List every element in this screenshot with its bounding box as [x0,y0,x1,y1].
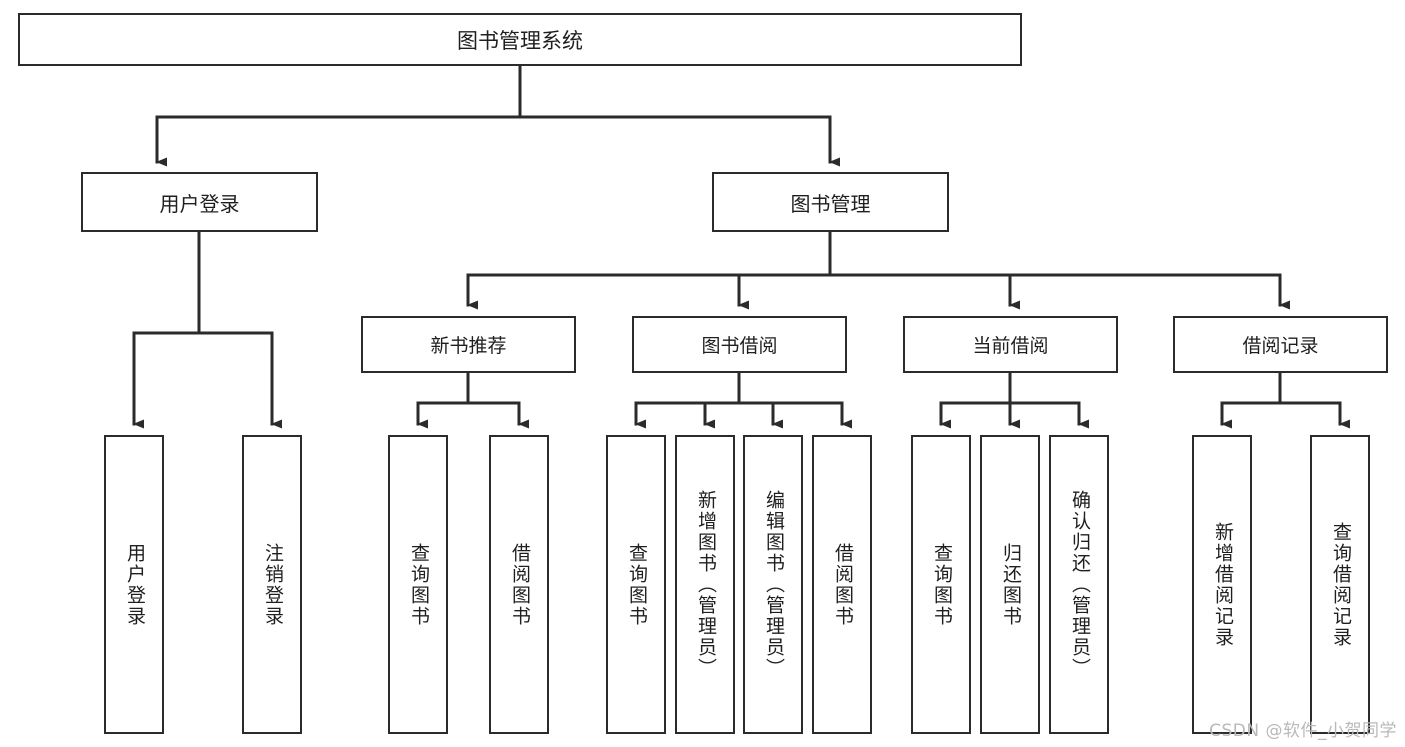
leaf-borrow-book-borrow[interactable]: 借阅图书 [812,435,872,734]
leaf-confirm-return-admin-label: 确认归还（管理员） [1068,490,1091,679]
leaf-user-login-label: 用户登录 [123,542,146,627]
node-user-login-label: 用户登录 [159,191,240,216]
node-current-borrow[interactable]: 当前借阅 [903,316,1118,373]
leaf-add-book-admin[interactable]: 新增图书（管理员） [675,435,735,734]
leaf-query-book-newbook[interactable]: 查询图书 [388,435,448,734]
leaf-confirm-return-admin[interactable]: 确认归还（管理员） [1049,435,1109,734]
node-borrow-record[interactable]: 借阅记录 [1173,316,1388,373]
node-new-book-recommend-label: 新书推荐 [430,335,507,357]
leaf-query-book-current[interactable]: 查询图书 [911,435,971,734]
node-borrow-record-label: 借阅记录 [1242,335,1319,357]
leaf-query-borrow-record-label: 查询借阅记录 [1329,521,1352,648]
leaf-query-book-newbook-label: 查询图书 [407,542,430,627]
leaf-return-book[interactable]: 归还图书 [980,435,1040,734]
node-root-label: 图书管理系统 [457,28,583,53]
watermark-text: CSDN @软件_小贺同学 [1209,721,1397,741]
leaf-add-book-admin-label: 新增图书（管理员） [694,490,717,679]
leaf-add-borrow-record-label: 新增借阅记录 [1211,521,1234,648]
leaf-borrow-book-newbook-label: 借阅图书 [508,542,531,627]
leaf-user-login[interactable]: 用户登录 [104,435,164,734]
leaf-query-book-current-label: 查询图书 [930,542,953,627]
leaf-query-book-borrow-label: 查询图书 [625,542,648,627]
node-book-borrow-label: 图书借阅 [701,335,778,357]
leaf-query-borrow-record[interactable]: 查询借阅记录 [1310,435,1370,734]
leaf-borrow-book-borrow-label: 借阅图书 [831,542,854,627]
leaf-logout[interactable]: 注销登录 [242,435,302,734]
node-book-borrow[interactable]: 图书借阅 [632,316,847,373]
node-new-book-recommend[interactable]: 新书推荐 [361,316,576,373]
node-current-borrow-label: 当前借阅 [972,335,1049,357]
node-book-management[interactable]: 图书管理 [712,172,949,232]
node-root[interactable]: 图书管理系统 [18,13,1022,66]
leaf-edit-book-admin[interactable]: 编辑图书（管理员） [743,435,803,734]
leaf-borrow-book-newbook[interactable]: 借阅图书 [489,435,549,734]
node-user-login[interactable]: 用户登录 [81,172,318,232]
leaf-query-book-borrow[interactable]: 查询图书 [606,435,666,734]
leaf-add-borrow-record[interactable]: 新增借阅记录 [1192,435,1252,734]
leaf-edit-book-admin-label: 编辑图书（管理员） [762,490,785,679]
leaf-logout-label: 注销登录 [261,542,284,627]
leaf-return-book-label: 归还图书 [999,542,1022,627]
node-book-management-label: 图书管理 [790,191,871,216]
